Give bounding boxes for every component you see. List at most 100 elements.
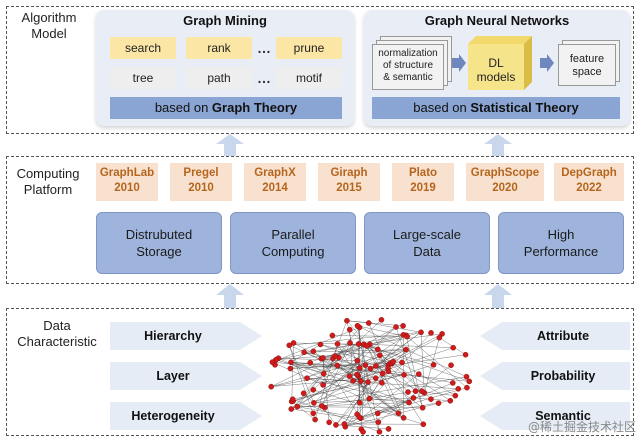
graph-node [307, 359, 313, 366]
graph-node [390, 358, 396, 365]
up-arrow-right-top [484, 134, 512, 156]
graph-node [365, 379, 371, 385]
graph-node [364, 343, 370, 349]
graph-node [360, 429, 366, 435]
graph-nodes [268, 316, 473, 435]
graph-node [310, 410, 317, 417]
graph-node [365, 320, 372, 326]
graph-node [301, 349, 307, 356]
graph-network [268, 316, 473, 435]
graph-node [286, 342, 293, 349]
graph-node [358, 378, 364, 384]
graph-node [354, 322, 361, 329]
graph-edge [297, 406, 423, 409]
graph-node [404, 333, 410, 340]
graph-edge [278, 358, 404, 419]
graph-node [320, 370, 327, 377]
graph-node [354, 357, 361, 364]
graph-edge [332, 320, 348, 359]
graph-edge [349, 375, 404, 419]
graph-node [288, 406, 295, 412]
graph-node [310, 348, 317, 355]
graph-edge [337, 343, 423, 408]
graph-edge [322, 326, 397, 386]
graph-edge [297, 402, 410, 407]
graph-node [290, 340, 297, 346]
graph-edge [322, 357, 330, 423]
graph-node [428, 330, 434, 336]
graph-node [416, 371, 422, 377]
graph-edge [357, 325, 407, 350]
graph-node [356, 414, 363, 421]
graph-mining-title: Graph Mining [183, 13, 267, 28]
graph-node [367, 365, 374, 372]
graph-edge [313, 397, 414, 404]
graph-edge [405, 335, 423, 408]
graph-node [430, 362, 437, 368]
graph-edge [303, 342, 351, 394]
algorithm-model-label: Algorithm Model [21, 10, 77, 41]
graph-node [464, 384, 470, 391]
graph-node [318, 403, 325, 409]
graph-edge [406, 336, 468, 388]
graph-edge [349, 360, 358, 377]
up-arrow-right-bottom [484, 284, 512, 308]
graph-edge [271, 349, 407, 387]
graph-edge [313, 337, 440, 404]
normalization-card: normalization of structure & semantic [372, 44, 444, 90]
computing-platform-label: Computing Platform [16, 166, 80, 197]
graph-edge [322, 357, 376, 379]
graph-node [372, 375, 379, 381]
graph-node [333, 422, 339, 428]
statistical-theory-bar: based on Statistical Theory [372, 97, 620, 119]
graph-edge [420, 332, 425, 393]
graph-edge [292, 374, 405, 400]
graph-edge [271, 343, 359, 387]
graph-node [379, 370, 386, 377]
graph-node [400, 415, 407, 421]
graph-node [412, 388, 419, 394]
graph-edge [297, 364, 434, 407]
graph-node [346, 326, 353, 333]
dl-models-label: DL models [476, 56, 516, 84]
graph-node [350, 378, 356, 384]
graph-node [354, 371, 360, 378]
graph-node [300, 390, 307, 397]
graph-node [374, 346, 381, 353]
graph-edge [275, 349, 407, 361]
graph-edge [395, 326, 423, 408]
graph-node [393, 324, 399, 330]
graph-edge [356, 349, 407, 375]
graph-node [356, 365, 363, 371]
graph-theory-bar: based on Graph Theory [110, 97, 342, 119]
graph-node [400, 323, 406, 329]
chip-path: path [186, 67, 252, 89]
watermark: @稀土掘金技术社区 [527, 420, 636, 434]
arrow-right-1 [452, 54, 466, 72]
graph-edge [366, 345, 399, 414]
graph-node [326, 419, 332, 426]
graph-edge [291, 342, 294, 402]
graph-node [419, 404, 426, 411]
gnn-title: Graph Neural Networks [424, 13, 570, 28]
graph-node [320, 382, 326, 388]
graph-node [435, 400, 442, 407]
graph-edge [306, 377, 410, 403]
graph-node [311, 400, 317, 406]
graph-edge [369, 398, 410, 403]
graph-node [375, 419, 382, 425]
graph-node [329, 332, 336, 339]
graph-node [294, 403, 301, 410]
graph-node [334, 362, 341, 369]
graph-node [439, 331, 445, 337]
graph-edge [363, 344, 470, 382]
graph-edge [290, 362, 360, 369]
graph-node [376, 429, 383, 435]
graph-edge [290, 344, 364, 369]
